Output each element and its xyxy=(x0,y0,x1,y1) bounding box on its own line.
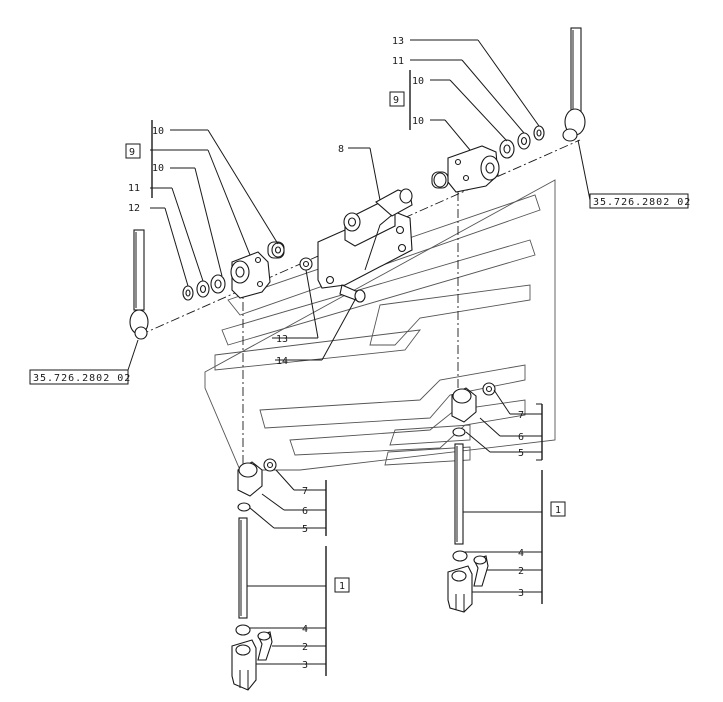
leader-ref-left xyxy=(127,339,139,371)
panel-stripe-1 xyxy=(227,194,541,316)
label-13-center: 13 xyxy=(276,334,288,345)
label-14: 14 xyxy=(276,356,288,367)
label-7-right: 7 xyxy=(518,410,524,421)
label-2-right: 2 xyxy=(518,566,524,577)
threaded-rod-1 xyxy=(454,443,464,545)
bolt-14 xyxy=(339,284,366,303)
washer-6 xyxy=(452,427,466,437)
label-10-top-left: 10 xyxy=(152,126,164,137)
background-panel xyxy=(204,179,556,471)
label-4-right: 4 xyxy=(518,548,524,559)
label-5-right: 5 xyxy=(518,448,524,459)
label-9-left: 9 xyxy=(129,147,135,158)
leader-lines-top-right xyxy=(409,39,540,151)
ref-label-left: 35.726.2802 02 xyxy=(33,373,131,384)
label-6-left: 6 xyxy=(302,506,308,517)
right-washers xyxy=(499,125,545,159)
label-10-right-b: 10 xyxy=(412,116,424,127)
label-11-right: 11 xyxy=(392,56,404,67)
right-bushing-a xyxy=(431,171,449,189)
panel-stripe-5 xyxy=(259,364,526,429)
label-box-1-right xyxy=(550,501,566,517)
label-1-left: 1 xyxy=(339,581,345,592)
label-2-left: 2 xyxy=(302,642,308,653)
label-3-right: 3 xyxy=(518,588,524,599)
nut-4 xyxy=(235,624,251,636)
left-washers xyxy=(182,274,226,301)
label-5-left: 5 xyxy=(302,524,308,535)
panel-stripe-7 xyxy=(389,424,471,446)
left-bushing xyxy=(267,241,285,259)
threaded-rod-1 xyxy=(238,517,248,619)
left-lower-linkage xyxy=(231,458,277,691)
label-12-left: 12 xyxy=(128,203,140,214)
panel-stripe-2 xyxy=(221,239,536,346)
panel-stripe-8 xyxy=(384,446,471,466)
label-11-left: 11 xyxy=(128,183,140,194)
panel-stripe-4 xyxy=(369,284,531,346)
left-bracket xyxy=(230,251,271,299)
right-bracket xyxy=(447,145,500,193)
panel-outline xyxy=(204,179,556,471)
washer-6 xyxy=(237,502,251,512)
label-box-9-right xyxy=(389,91,405,107)
leader-lines-top-left xyxy=(150,120,279,287)
label-3-left: 3 xyxy=(302,660,308,671)
label-10-mid-left: 10 xyxy=(152,163,164,174)
label-1-right: 1 xyxy=(555,505,561,516)
panel-stripe-3 xyxy=(214,329,421,371)
label-7-left: 7 xyxy=(302,486,308,497)
left-upper-rod xyxy=(129,229,149,340)
label-box-1-left xyxy=(334,577,350,593)
nut-4 xyxy=(452,550,468,562)
right-lower-linkage xyxy=(447,382,496,613)
callout-bracket-right-lower xyxy=(463,389,543,604)
label-4-left: 4 xyxy=(302,624,308,635)
label-8: 8 xyxy=(338,144,344,155)
right-upper-rod xyxy=(562,27,586,142)
label-6-right: 6 xyxy=(518,432,524,443)
label-box-9-left xyxy=(125,143,141,159)
label-10-right-a: 10 xyxy=(412,76,424,87)
ref-box-right xyxy=(589,193,689,209)
leader-ref-right xyxy=(577,139,591,201)
callout-bracket-left-lower xyxy=(247,469,327,676)
center-support-bracket xyxy=(317,188,413,289)
label-13-top-right: 13 xyxy=(392,36,404,47)
panel-stripe-6 xyxy=(289,399,526,456)
label-9-right: 9 xyxy=(393,95,399,106)
center-nut xyxy=(299,257,313,271)
ref-label-right: 35.726.2802 02 xyxy=(593,197,691,208)
ref-box-left xyxy=(29,369,129,385)
